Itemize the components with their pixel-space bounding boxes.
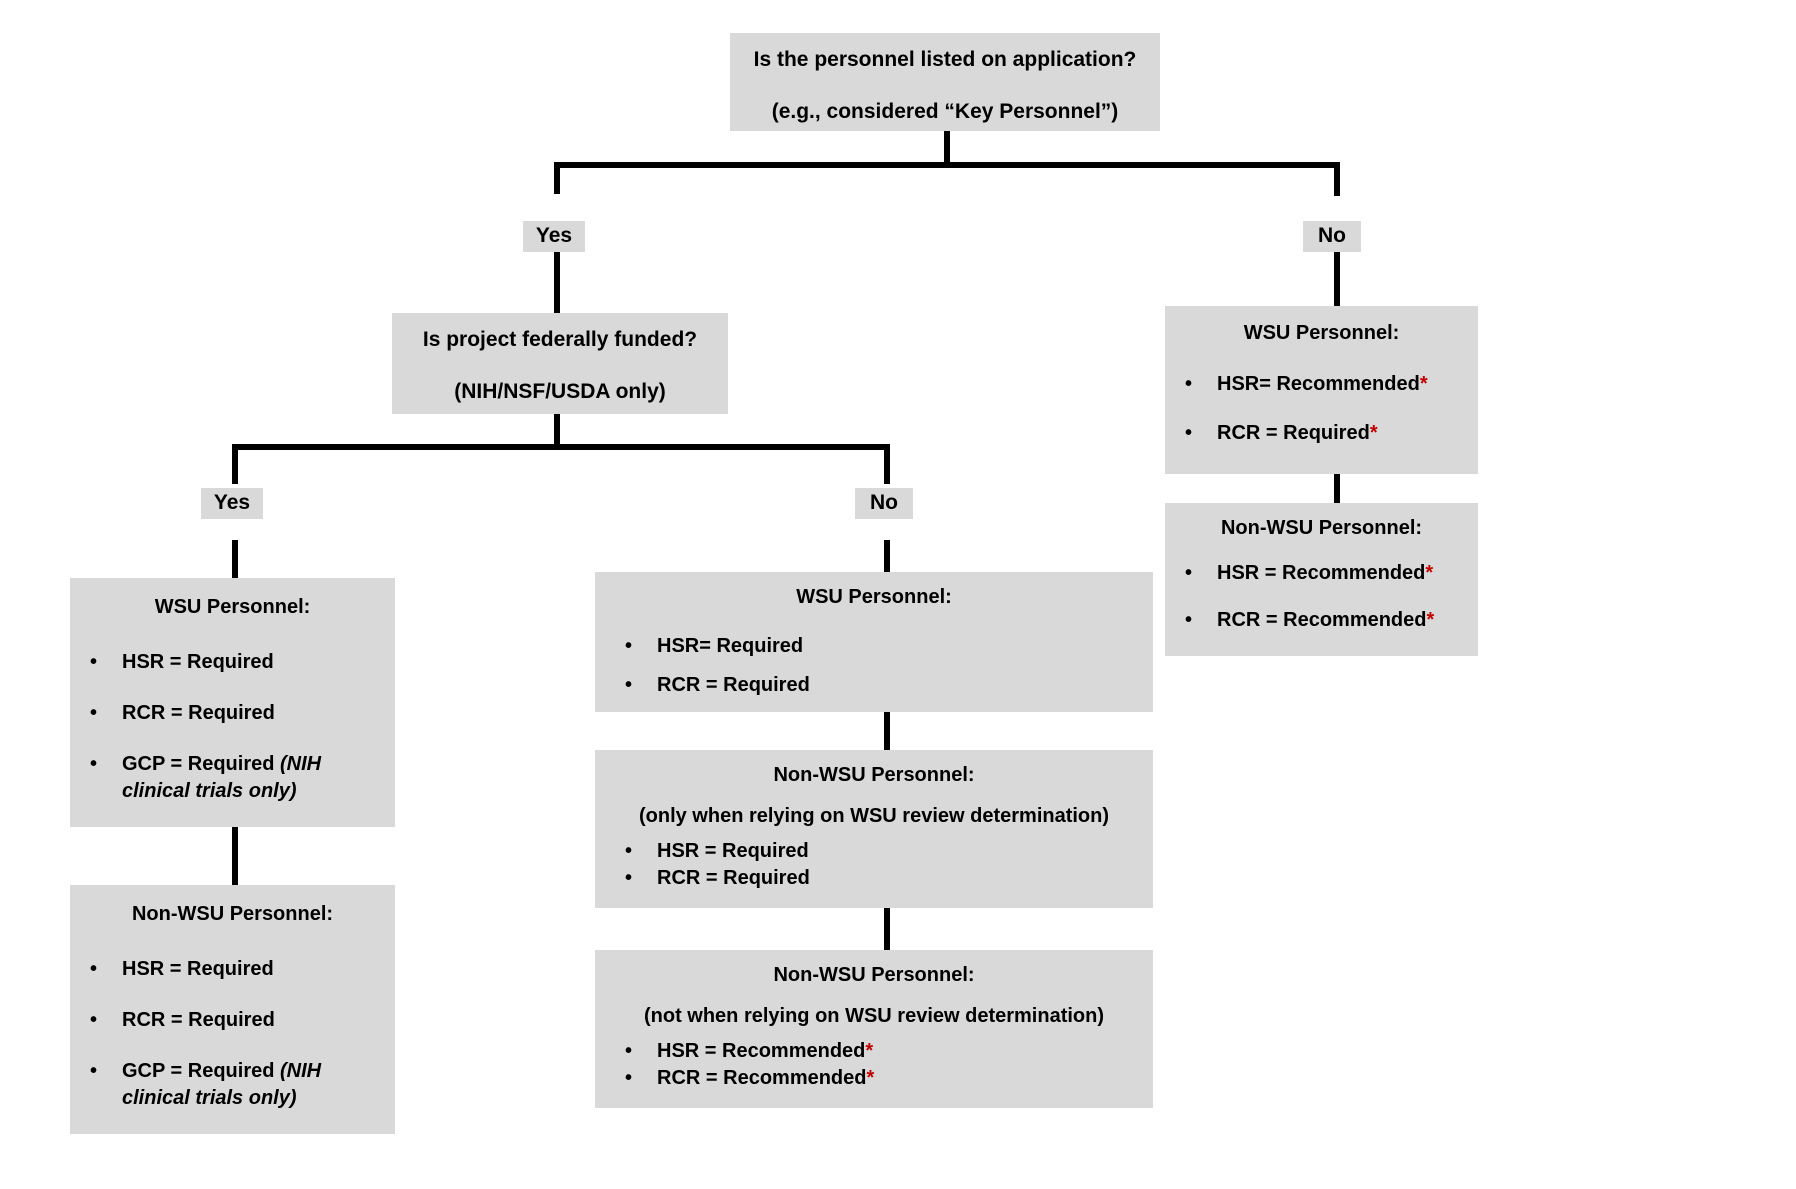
- list-item: HSR = Recommended*: [611, 1038, 1147, 1065]
- asterisk-marker: *: [1369, 422, 1378, 444]
- item-text: GCP = Required: [122, 753, 281, 775]
- list-item: RCR = Required*: [1171, 420, 1472, 447]
- list-item: RCR = Recommended*: [611, 1065, 1147, 1092]
- list-item: HSR= Required: [611, 633, 1147, 660]
- asterisk-marker: *: [1419, 373, 1428, 395]
- list-item: GCP = Required (NIH clinical trials only…: [76, 1058, 389, 1112]
- connector-mid-no-to-wsu: [884, 540, 890, 572]
- item-text: HSR= Required: [657, 635, 804, 657]
- label-funding-no[interactable]: No: [855, 488, 913, 519]
- connector-funding-stem: [554, 414, 560, 447]
- label-funding-yes[interactable]: Yes: [201, 488, 263, 519]
- left-nonwsu-list: HSR = Required RCR = Required GCP = Requ…: [76, 956, 389, 1112]
- right-wsu-list: HSR= Recommended* RCR = Required*: [1171, 371, 1472, 447]
- mid-wsu-title: WSU Personnel:: [796, 586, 952, 608]
- asterisk-marker: *: [1426, 609, 1435, 631]
- funding-question-line1: Is project federally funded?: [422, 328, 698, 351]
- asterisk-marker: *: [866, 1067, 875, 1089]
- mid-relying-list: HSR = Required RCR = Required: [601, 838, 1147, 892]
- list-item: HSR= Recommended*: [1171, 371, 1472, 398]
- list-item: GCP = Required (NIH clinical trials only…: [76, 751, 389, 805]
- mid-notrelying-title: Non-WSU Personnel:: [773, 964, 975, 986]
- left-wsu-list: HSR = Required RCR = Required GCP = Requ…: [76, 649, 389, 805]
- item-text: HSR = Recommended: [657, 1040, 866, 1062]
- connector-funding-yes-drop: [232, 444, 238, 484]
- connector-root-stem: [944, 131, 950, 165]
- list-item: HSR = Recommended*: [1171, 560, 1472, 587]
- mid-relying-title: Non-WSU Personnel:: [773, 764, 975, 786]
- node-right-wsu-personnel[interactable]: WSU Personnel: HSR= Recommended* RCR = R…: [1165, 306, 1478, 474]
- item-text: RCR = Required: [657, 674, 810, 696]
- item-text: HSR = Required: [122, 651, 274, 673]
- connector-left-yes-to-wsu: [232, 540, 238, 578]
- node-right-nonwsu-personnel[interactable]: Non-WSU Personnel: HSR = Recommended* RC…: [1165, 503, 1478, 656]
- node-left-wsu-personnel[interactable]: WSU Personnel: HSR = Required RCR = Requ…: [70, 578, 395, 827]
- list-item: RCR = Required: [611, 865, 1147, 892]
- item-text: RCR = Required: [1217, 422, 1370, 444]
- mid-notrelying-subtitle: (not when relying on WSU review determin…: [643, 1005, 1105, 1027]
- label-root-yes[interactable]: Yes: [523, 221, 585, 252]
- list-item: HSR = Required: [76, 956, 389, 983]
- node-personnel-listed-question[interactable]: Is the personnel listed on application? …: [730, 33, 1160, 131]
- left-wsu-title: WSU Personnel:: [154, 596, 311, 618]
- mid-notrelying-list: HSR = Recommended* RCR = Recommended*: [601, 1038, 1147, 1092]
- list-item: HSR = Required: [611, 838, 1147, 865]
- item-text: RCR = Required: [122, 702, 275, 724]
- root-question-line2: (e.g., considered “Key Personnel”): [771, 100, 1119, 124]
- connector-no-to-right-wsu: [1334, 251, 1340, 306]
- connector-funding-spine: [232, 444, 884, 450]
- item-text: RCR = Required: [122, 1009, 275, 1031]
- asterisk-marker: *: [865, 1040, 874, 1062]
- node-mid-nonwsu-not-relying[interactable]: Non-WSU Personnel: (not when relying on …: [595, 950, 1153, 1108]
- item-note: (NIH clinical trials only): [122, 753, 322, 802]
- list-item: RCR = Required: [76, 700, 389, 727]
- connector-root-yes-drop: [554, 162, 560, 194]
- node-federally-funded-question[interactable]: Is project federally funded? (NIH/NSF/US…: [392, 313, 728, 414]
- label-root-no[interactable]: No: [1303, 221, 1361, 252]
- left-nonwsu-title: Non-WSU Personnel:: [131, 903, 334, 925]
- item-note: (NIH clinical trials only): [122, 1060, 322, 1109]
- root-question-line1: Is the personnel listed on application?: [753, 48, 1137, 71]
- connector-left-wsu-to-nonwsu: [232, 827, 238, 885]
- item-text: GCP = Required: [122, 1060, 281, 1082]
- connector-mid-relying-to-notrelying: [884, 908, 890, 950]
- item-text: HSR = Required: [657, 840, 809, 862]
- list-item: RCR = Recommended*: [1171, 607, 1472, 634]
- mid-wsu-list: HSR= Required RCR = Required: [601, 633, 1147, 699]
- list-item: RCR = Required: [76, 1007, 389, 1034]
- connector-funding-no-drop: [884, 444, 890, 484]
- funding-question-line2: (NIH/NSF/USDA only): [454, 380, 666, 404]
- connector-root-no-drop: [1334, 162, 1340, 196]
- node-left-nonwsu-personnel[interactable]: Non-WSU Personnel: HSR = Required RCR = …: [70, 885, 395, 1134]
- node-mid-nonwsu-relying[interactable]: Non-WSU Personnel: (only when relying on…: [595, 750, 1153, 908]
- mid-relying-subtitle: (only when relying on WSU review determi…: [638, 805, 1110, 827]
- item-text: HSR = Required: [122, 958, 274, 980]
- connector-mid-wsu-to-relying: [884, 712, 890, 750]
- item-text: RCR = Recommended: [1217, 609, 1427, 631]
- right-nonwsu-title: Non-WSU Personnel:: [1220, 517, 1423, 539]
- list-item: HSR = Required: [76, 649, 389, 676]
- item-text: RCR = Required: [657, 867, 810, 889]
- right-nonwsu-list: HSR = Recommended* RCR = Recommended*: [1171, 560, 1472, 634]
- list-item: RCR = Required: [611, 672, 1147, 699]
- item-text: HSR= Recommended: [1217, 373, 1420, 395]
- connector-yes-to-funding: [554, 251, 560, 313]
- right-wsu-title: WSU Personnel:: [1243, 322, 1400, 344]
- connector-root-spine: [554, 162, 1340, 168]
- connector-right-wsu-to-nonwsu: [1334, 474, 1340, 503]
- item-text: HSR = Recommended: [1217, 562, 1426, 584]
- item-text: RCR = Recommended: [657, 1067, 867, 1089]
- node-mid-wsu-personnel[interactable]: WSU Personnel: HSR= Required RCR = Requi…: [595, 572, 1153, 712]
- asterisk-marker: *: [1425, 562, 1434, 584]
